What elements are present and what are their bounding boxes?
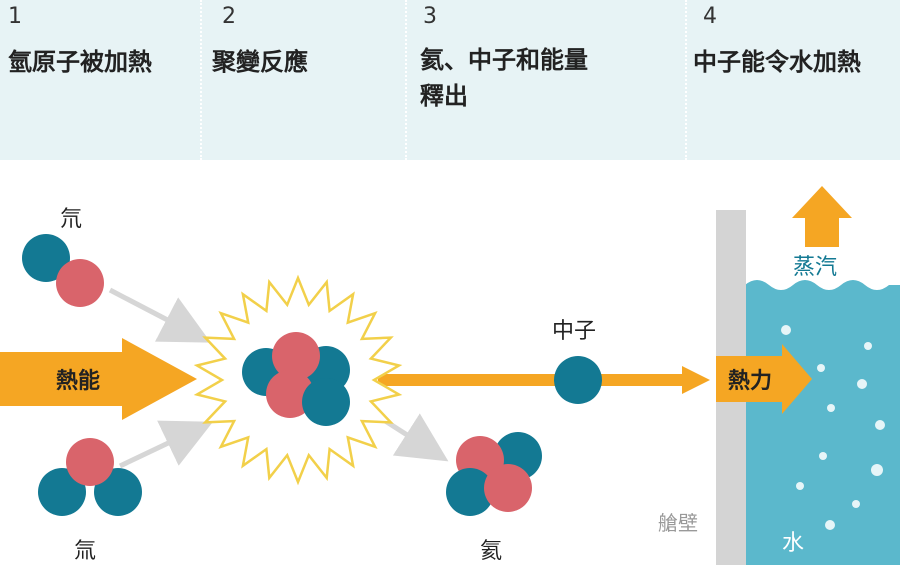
step-2-number: 2 xyxy=(222,4,236,29)
tritium-atom xyxy=(38,438,142,516)
proton-particle xyxy=(56,259,104,307)
neutron-particle xyxy=(302,378,350,426)
tritium-path-arrow xyxy=(118,420,214,469)
neutron-particle xyxy=(554,356,602,404)
steam-arrow xyxy=(792,186,852,247)
tritium-label: 氚 xyxy=(74,539,96,564)
heat-arrow xyxy=(716,344,812,414)
neutron-particle xyxy=(94,468,142,516)
proton-particle xyxy=(484,464,532,512)
neutron-particle xyxy=(22,234,70,282)
deuterium-label: 氘 xyxy=(60,207,82,232)
vessel-wall-label: 艙壁 xyxy=(658,511,698,535)
step-2-title: 聚變反應 xyxy=(212,48,308,76)
helium-label: 氦 xyxy=(480,539,502,564)
proton-particle xyxy=(266,370,314,418)
column-divider xyxy=(200,0,202,160)
fusion-nucleus xyxy=(242,332,350,426)
heat-energy-arrow xyxy=(0,338,197,420)
step-4-title: 中子能令水加熱 xyxy=(693,48,861,76)
helium-atom xyxy=(446,432,542,516)
heat-energy-label: 熱能 xyxy=(56,368,100,394)
step-2-panel: 2 聚變反應 xyxy=(200,0,405,160)
column-divider xyxy=(685,0,687,160)
step-1-panel: 1 氫原子被加熱 xyxy=(0,0,200,160)
water-label: 水 xyxy=(782,531,804,556)
neutron-label: 中子 xyxy=(552,319,596,344)
neutron-beam-arrow xyxy=(378,366,710,394)
step-1-title: 氫原子被加熱 xyxy=(8,48,152,76)
step-3-panel: 3 氦、中子和能量 釋出 xyxy=(405,0,685,160)
steam-label: 蒸汽 xyxy=(793,255,837,280)
step-1-number: 1 xyxy=(8,4,22,29)
step-4-panel: 4 中子能令水加熱 xyxy=(685,0,900,160)
proton-particle xyxy=(66,438,114,486)
water-tank xyxy=(745,280,900,565)
neutron-particle xyxy=(446,468,494,516)
proton-particle xyxy=(272,332,320,380)
step-4-number: 4 xyxy=(703,4,717,29)
deuterium-path-arrow xyxy=(108,287,211,343)
step-3-title: 氦、中子和能量 釋出 xyxy=(420,46,588,110)
neutron-particle xyxy=(38,468,86,516)
step-3-number: 3 xyxy=(423,4,437,29)
deuterium-atom xyxy=(22,234,104,307)
heat-label: 熱力 xyxy=(728,368,772,394)
column-divider xyxy=(405,0,407,160)
